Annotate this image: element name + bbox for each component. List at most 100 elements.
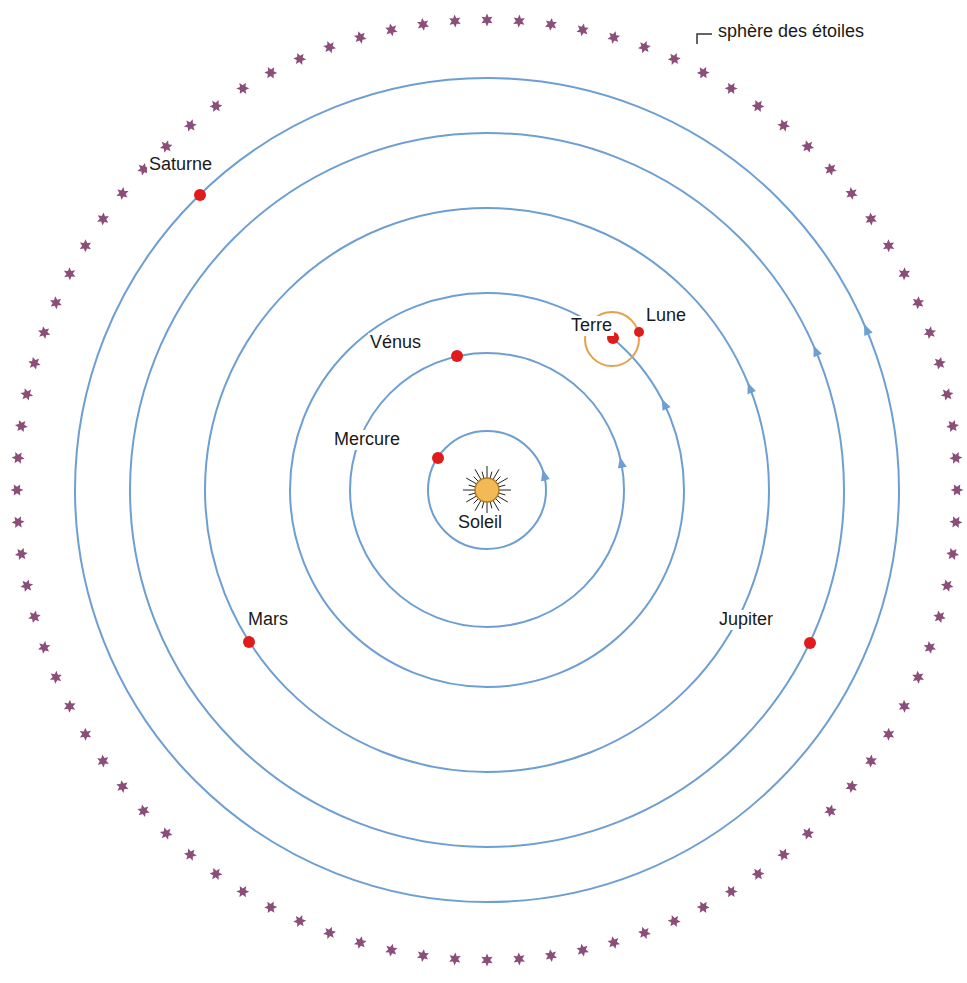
venus-dot bbox=[451, 350, 463, 362]
star bbox=[116, 780, 128, 793]
star bbox=[64, 267, 76, 280]
orbit-arrow bbox=[618, 457, 627, 469]
orbit-arrow bbox=[662, 399, 671, 411]
star-sphere bbox=[11, 14, 964, 967]
planet-dots bbox=[194, 189, 816, 649]
star bbox=[449, 15, 461, 28]
star bbox=[638, 41, 651, 53]
mars-dot bbox=[243, 636, 255, 648]
star bbox=[323, 41, 336, 53]
star bbox=[608, 31, 621, 44]
orbit-arrow bbox=[541, 470, 550, 482]
star bbox=[865, 755, 877, 768]
body-label: Lune bbox=[644, 306, 688, 326]
star bbox=[481, 14, 492, 27]
star bbox=[752, 100, 765, 112]
body-label: Terre bbox=[569, 316, 614, 336]
star bbox=[97, 213, 109, 226]
star bbox=[38, 326, 50, 339]
body-label: Vénus bbox=[368, 333, 423, 353]
star bbox=[951, 484, 964, 495]
star bbox=[184, 119, 197, 131]
star bbox=[264, 67, 277, 79]
star bbox=[80, 239, 91, 252]
star bbox=[777, 119, 790, 131]
star bbox=[385, 944, 397, 957]
star bbox=[824, 805, 836, 818]
star bbox=[21, 388, 34, 400]
saturn-dot bbox=[194, 189, 206, 201]
sphere-label: sphère des étoiles bbox=[716, 22, 866, 42]
star bbox=[28, 611, 41, 624]
moon-dot bbox=[634, 327, 644, 337]
body-label: Saturne bbox=[147, 155, 214, 175]
star bbox=[264, 902, 277, 914]
star bbox=[846, 780, 858, 793]
orbit-arrow bbox=[864, 324, 873, 336]
star bbox=[802, 827, 815, 839]
star bbox=[912, 296, 924, 309]
star bbox=[160, 140, 173, 152]
star bbox=[12, 452, 25, 464]
star bbox=[545, 18, 557, 31]
star bbox=[354, 936, 367, 949]
star bbox=[725, 886, 738, 897]
star bbox=[545, 949, 557, 962]
star bbox=[846, 187, 858, 200]
earth-orbit bbox=[290, 293, 684, 687]
star bbox=[417, 18, 429, 31]
jupiter-orbit bbox=[130, 133, 844, 847]
star bbox=[697, 67, 710, 79]
star bbox=[64, 700, 76, 713]
star bbox=[417, 949, 429, 962]
star bbox=[97, 755, 109, 768]
star bbox=[481, 954, 492, 967]
star bbox=[941, 388, 954, 400]
star bbox=[50, 671, 62, 684]
star bbox=[11, 484, 24, 495]
star bbox=[160, 827, 173, 839]
star bbox=[924, 326, 936, 339]
star bbox=[933, 357, 946, 370]
body-label: Mercure bbox=[332, 430, 402, 450]
star bbox=[924, 641, 936, 654]
mars-orbit bbox=[205, 208, 769, 772]
body-label: Soleil bbox=[456, 513, 504, 533]
star bbox=[449, 952, 461, 965]
venus-orbit bbox=[350, 353, 624, 627]
star bbox=[883, 728, 894, 741]
star bbox=[946, 548, 959, 560]
star bbox=[236, 83, 249, 94]
star bbox=[933, 611, 946, 624]
mercury-orbit bbox=[428, 431, 546, 549]
star bbox=[28, 357, 41, 370]
star bbox=[116, 187, 128, 200]
star bbox=[513, 952, 525, 965]
star bbox=[385, 24, 397, 37]
orbits bbox=[75, 78, 899, 902]
star bbox=[50, 296, 62, 309]
star bbox=[80, 728, 91, 741]
star bbox=[946, 420, 959, 432]
star bbox=[668, 915, 681, 927]
star bbox=[38, 641, 50, 654]
star bbox=[15, 548, 28, 560]
star bbox=[802, 140, 815, 152]
leader-bracket bbox=[697, 34, 712, 44]
star bbox=[210, 100, 223, 112]
star bbox=[21, 580, 34, 592]
star bbox=[323, 927, 336, 939]
star bbox=[949, 516, 962, 528]
star bbox=[354, 31, 367, 44]
star bbox=[293, 915, 306, 927]
orbit-arrow bbox=[748, 382, 756, 394]
star bbox=[949, 452, 962, 464]
saturn-orbit bbox=[75, 78, 899, 902]
star bbox=[865, 213, 877, 226]
body-label: Jupiter bbox=[717, 610, 775, 630]
star bbox=[883, 239, 894, 252]
star bbox=[608, 936, 621, 949]
star bbox=[899, 700, 911, 713]
star bbox=[184, 849, 197, 861]
star bbox=[668, 53, 681, 65]
